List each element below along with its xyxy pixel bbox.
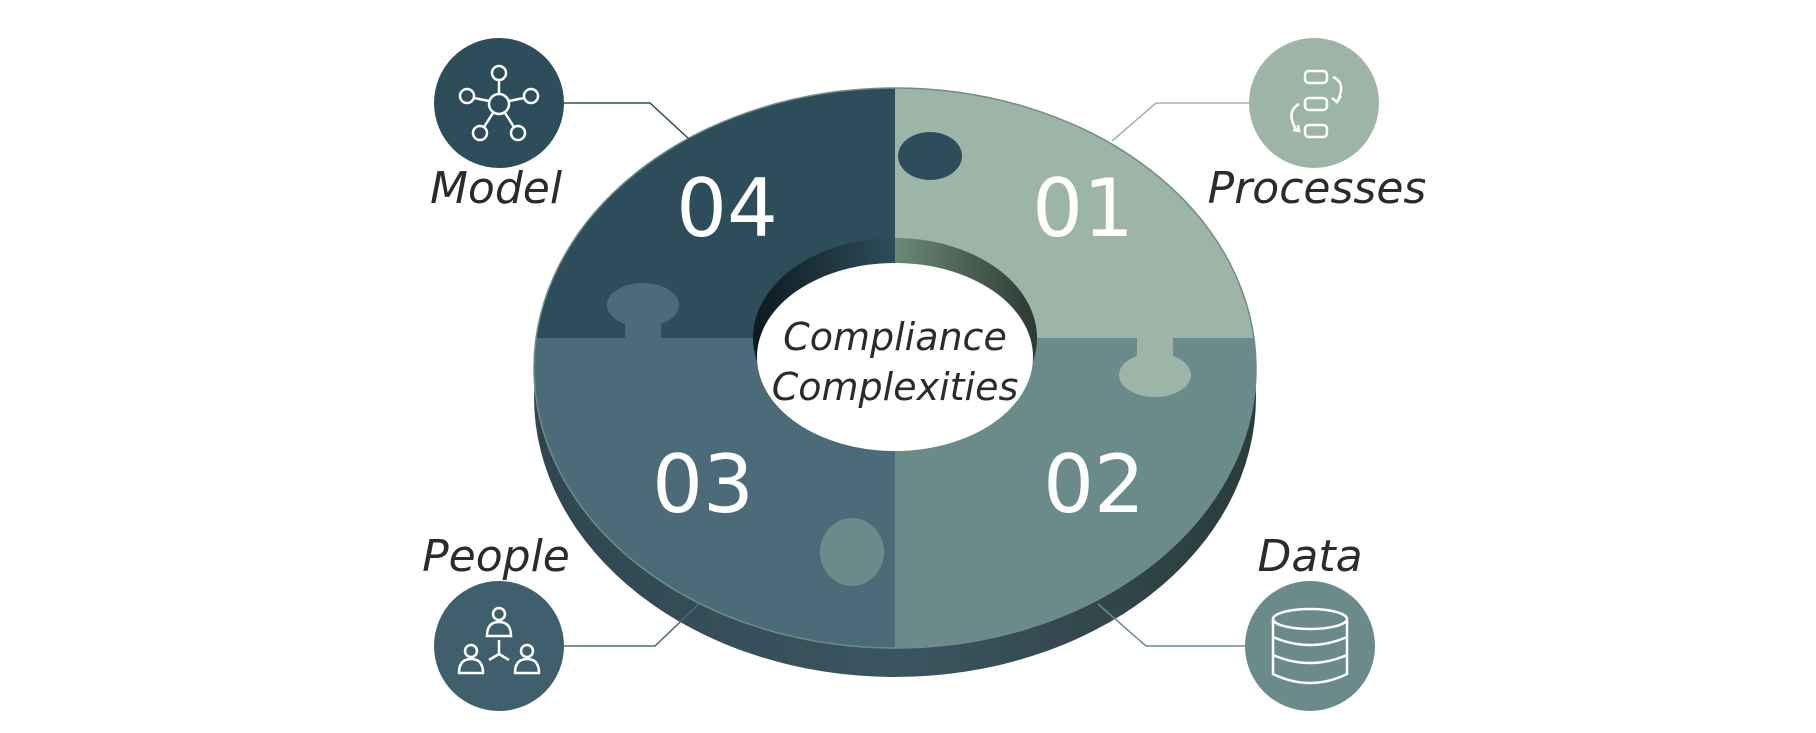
segment-number-01: 01 <box>1032 162 1134 255</box>
connector-processes <box>1111 102 1251 142</box>
segment-number-03: 03 <box>652 438 754 531</box>
label-data: Data <box>1257 531 1362 582</box>
label-processes: Processes <box>1208 163 1427 214</box>
tab-01-neck <box>1137 336 1173 366</box>
connector-data <box>1097 603 1246 647</box>
connector-model <box>564 102 690 140</box>
people-hierarchy-icon <box>434 581 564 711</box>
tab-04-into-01 <box>898 132 962 180</box>
segment-number-04: 04 <box>676 162 778 255</box>
label-model: Model <box>430 163 563 214</box>
center-title-line2: Complexities <box>772 365 1019 409</box>
center-hole <box>757 263 1033 451</box>
network-model-icon <box>434 38 564 168</box>
center-title-line1: Compliance <box>783 315 1007 359</box>
connector-people <box>564 603 700 647</box>
database-icon <box>1245 581 1375 711</box>
tab-03-neck <box>625 310 661 340</box>
tab-02-into-03 <box>820 518 884 586</box>
segment-number-02: 02 <box>1043 438 1145 531</box>
disc-outline <box>533 87 1257 649</box>
process-flow-icon <box>1249 38 1379 168</box>
label-people: People <box>422 531 570 582</box>
